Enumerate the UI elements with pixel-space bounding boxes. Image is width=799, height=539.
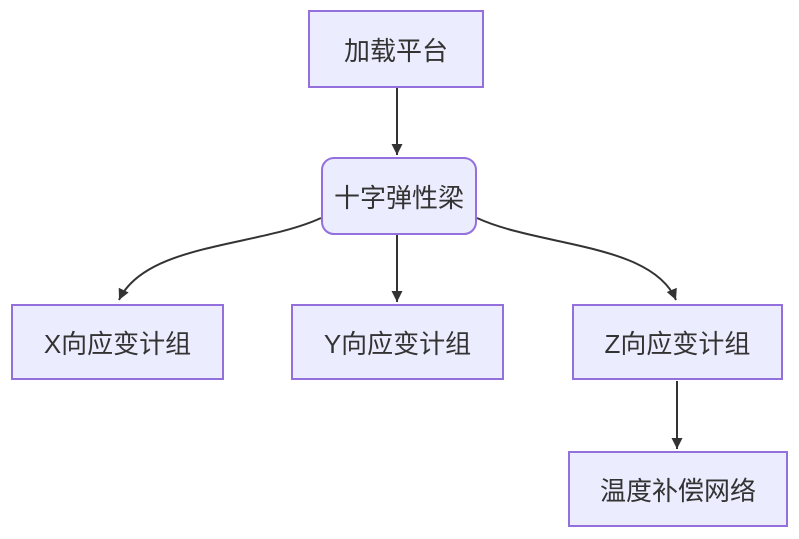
node-loading-platform[interactable]: 加载平台: [308, 10, 484, 88]
node-temperature-compensation-network[interactable]: 温度补偿网络: [568, 451, 788, 527]
node-z-strain-gauge-group[interactable]: Z向应变计组: [572, 304, 783, 380]
node-label: Y向应变计组: [323, 328, 472, 359]
node-cross-elastic-beam[interactable]: 十字弹性梁: [321, 157, 477, 235]
node-label: X向应变计组: [43, 328, 192, 359]
node-x-strain-gauge-group[interactable]: X向应变计组: [11, 304, 224, 380]
edge-beam-to-x-group: [118, 217, 322, 301]
node-label: 加载平台: [343, 35, 448, 66]
edge-beam-to-z-group: [476, 217, 677, 301]
node-y-strain-gauge-group[interactable]: Y向应变计组: [291, 304, 504, 380]
node-label: 温度补偿网络: [599, 475, 756, 506]
node-label: Z向应变计组: [604, 328, 751, 359]
node-label: 十字弹性梁: [333, 182, 464, 213]
